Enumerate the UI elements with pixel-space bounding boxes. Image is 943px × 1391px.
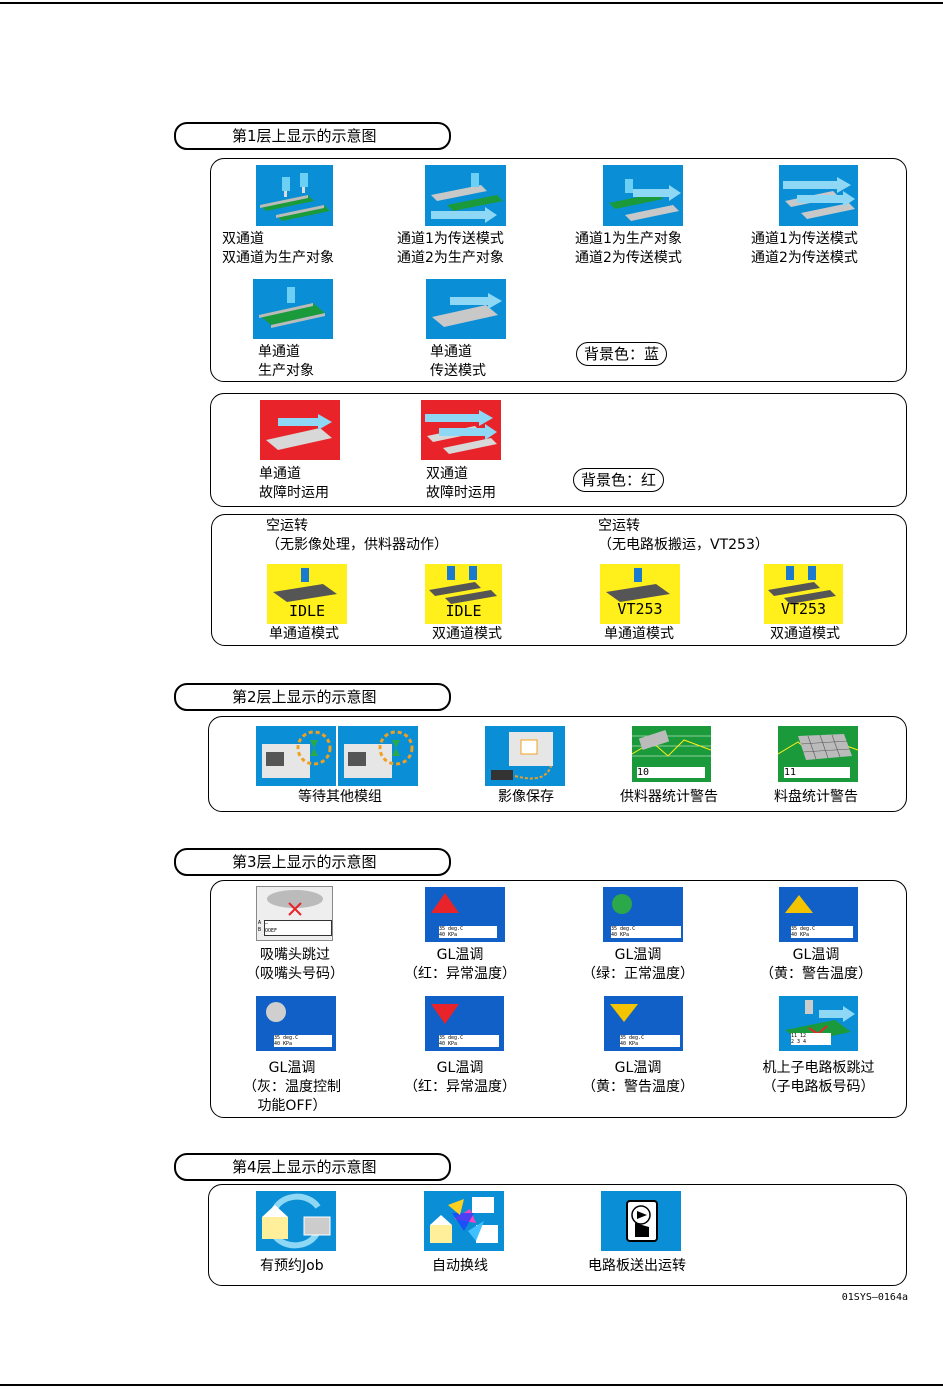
caption-board-out-run: 电路板送出运转 (588, 1258, 686, 1274)
section-title-layer-2: 第2层上显示的示意图 (174, 683, 451, 711)
tray-count-box: 11 (784, 767, 850, 778)
single-lane-transfer-icon (426, 279, 506, 339)
caption-lane1-transfer-lane2-production: 通道1为传送模式通道2为生产对象 (397, 231, 504, 266)
caption-tray-stat-warning: 料盘统计警告 (774, 789, 858, 805)
caption-dual-lane-fault: 双通道故障时运用 (426, 466, 496, 501)
nozzle-number-box: —OOEF (264, 920, 332, 936)
caption-gl-temp-green: GL温调（绿：正常温度） (582, 947, 694, 982)
caption-reserved-job: 有预约Job (260, 1258, 324, 1274)
caption-single-lane-fault: 单通道故障时运用 (259, 466, 329, 501)
lane1-production-lane2-transfer-icon (603, 165, 683, 226)
vt253-single-lane-icon: VT253 (600, 564, 680, 624)
layer-3-panel (210, 880, 907, 1118)
caption-gl-temp-yellow-down: GL温调（黄：警告温度） (582, 1060, 694, 1095)
top-rule (0, 2, 943, 4)
single-lane-production-icon (253, 279, 333, 339)
caption-vt253-dual-lane: 双通道模式 (770, 626, 840, 642)
both-lanes-transfer-icon (779, 165, 858, 226)
idle-single-lane-icon: IDLE (267, 564, 347, 624)
feeder-stat-warning-icon: 10 (632, 726, 711, 782)
section-title-layer-4: 第4层上显示的示意图 (174, 1153, 451, 1181)
caption-dual-lane: 双通道双通道为生产对象 (222, 231, 334, 266)
caption-gl-temp-red-down: GL温调（红：异常温度） (404, 1060, 516, 1095)
caption-sub-board-skip: 机上子电路板跳过（子电路板号码） (762, 1060, 875, 1095)
caption-waiting-module: 等待其他模组 (298, 789, 382, 805)
dry-run-left-title: 空运转（无影像处理，供料器动作） (266, 518, 448, 553)
caption-single-lane-transfer: 单通道传送模式 (430, 344, 486, 379)
bottom-rule (0, 1384, 943, 1386)
caption-image-save: 影像保存 (498, 789, 554, 805)
layer-2-panel (208, 716, 907, 812)
dry-run-panel (211, 514, 907, 646)
section-title-layer-3: 第3层上显示的示意图 (174, 848, 451, 876)
blue-background-panel (210, 158, 907, 382)
caption-lane1-production-lane2-transfer: 通道1为生产对象通道2为传送模式 (575, 231, 682, 266)
image-save-icon (485, 726, 565, 786)
background-color-blue-label: 背景色：蓝 (576, 342, 668, 366)
vt253-dual-lane-icon: VT253 (764, 564, 843, 624)
caption-gl-temp-gray: GL温调（灰：温度控制功能OFF） (243, 1060, 341, 1114)
caption-single-lane-production: 单通道生产对象 (258, 344, 314, 379)
auto-changeover-icon (424, 1191, 504, 1251)
reserved-job-icon (256, 1191, 336, 1251)
caption-idle-dual-lane: 双通道模式 (432, 626, 502, 642)
caption-auto-changeover: 自动换线 (432, 1258, 488, 1274)
caption-gl-temp-yellow: GL温调（黄：警告温度） (760, 947, 872, 982)
caption-idle-single-lane: 单通道模式 (269, 626, 339, 642)
feeder-count-box: 10 (637, 767, 705, 778)
caption-feeder-stat-warning: 供料器统计警告 (620, 789, 718, 805)
caption-both-lanes-transfer: 通道1为传送模式通道2为传送模式 (751, 231, 858, 266)
caption-gl-temp-red: GL温调（红：异常温度） (404, 947, 516, 982)
tray-stat-warning-icon: 11 (778, 726, 858, 782)
dry-run-right-title: 空运转（无电路板搬运，VT253） (598, 518, 769, 553)
figure-reference: 01SYS–0164a (841, 1292, 908, 1303)
layer-4-panel (208, 1184, 907, 1286)
lane1-transfer-lane2-production-icon (425, 165, 506, 226)
red-background-panel (210, 393, 907, 507)
waiting-module-icon (256, 726, 336, 786)
dual-lane-production-icon (256, 165, 333, 226)
caption-nozzle-skip: 吸嘴头跳过（吸嘴头号码） (246, 947, 344, 982)
section-title-layer-1: 第1层上显示的示意图 (174, 122, 451, 150)
board-out-run-icon (601, 1191, 681, 1251)
waiting-module-icon-2 (338, 726, 418, 786)
single-lane-fault-icon (260, 400, 340, 460)
caption-vt253-single-lane: 单通道模式 (604, 626, 674, 642)
dual-lane-fault-icon (421, 400, 501, 460)
background-color-red-label: 背景色：红 (573, 468, 665, 492)
idle-dual-lane-icon: IDLE (425, 564, 502, 624)
